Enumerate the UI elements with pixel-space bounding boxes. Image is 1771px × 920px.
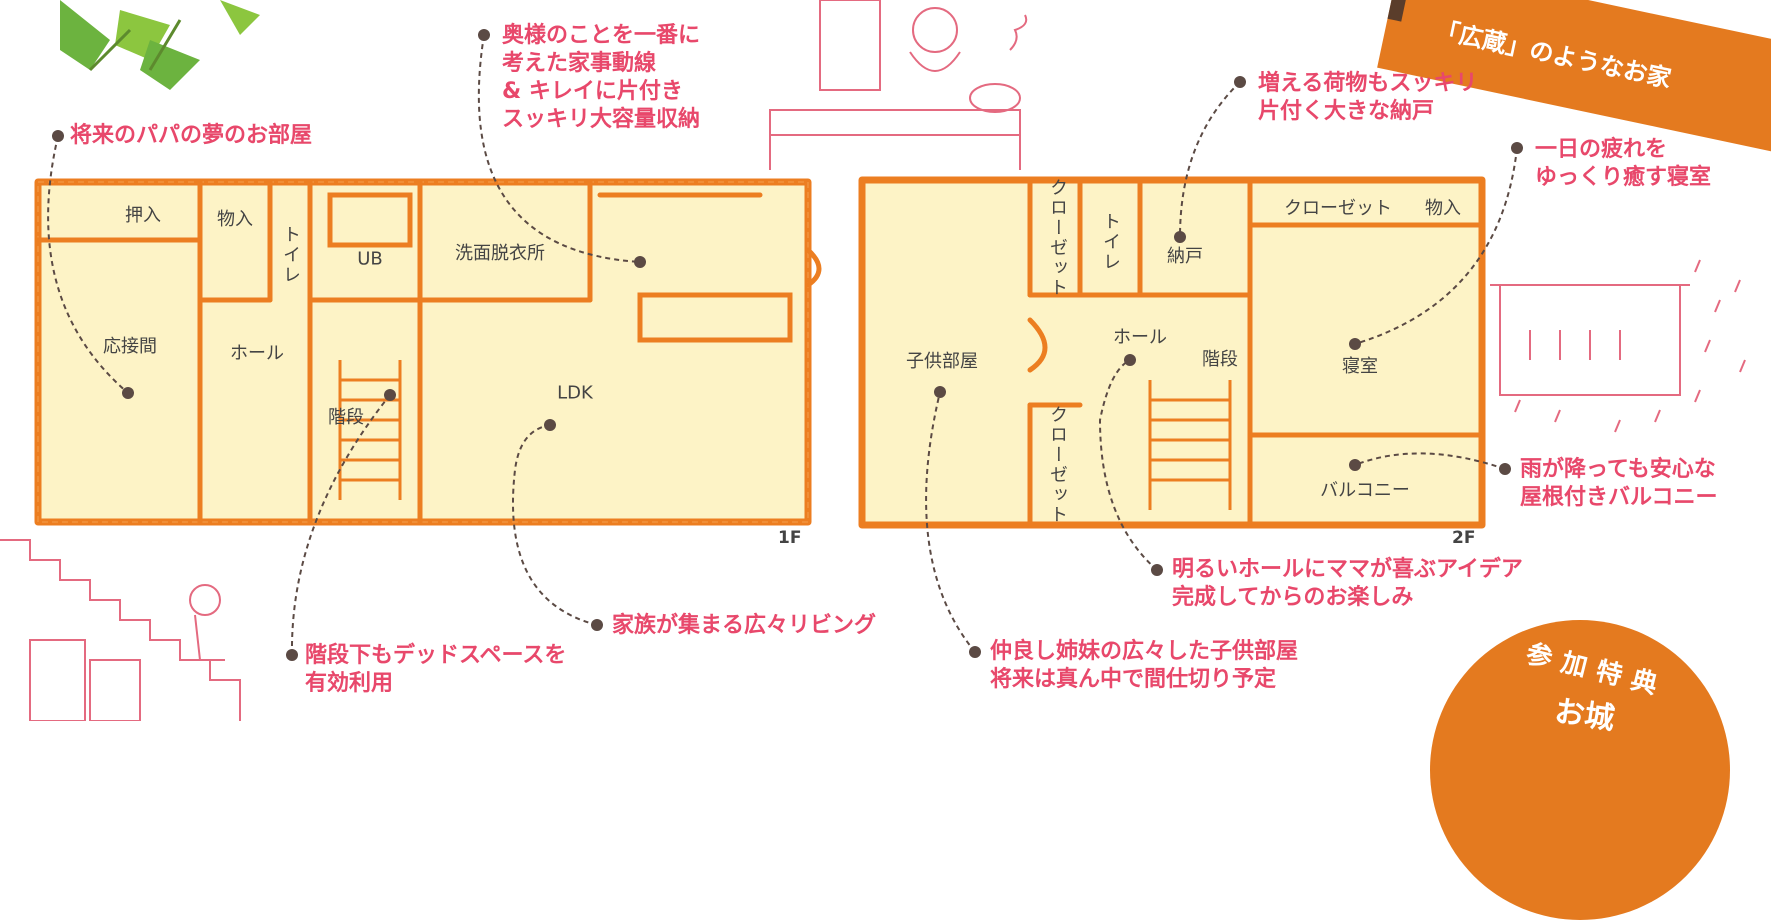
balcony-illustration xyxy=(1490,259,1746,433)
callout-balcony: 雨が降っても安心な屋根付きバルコニー xyxy=(1520,457,1718,510)
room-hall-1f: ホール xyxy=(230,343,284,364)
room-balcony: バルコニー xyxy=(1320,480,1410,501)
callout-nando: 増える荷物もスッキリ片付く大きな納戸 xyxy=(1258,71,1478,124)
room-ub: UB xyxy=(357,248,383,270)
room-closet-2f-right: クローゼット xyxy=(1284,198,1392,219)
floorplan-svg xyxy=(0,0,1746,721)
room-ldk: LDK xyxy=(557,382,593,404)
room-oseitsuma: 応接間 xyxy=(103,336,157,357)
room-monoire-1f: 物入 xyxy=(217,209,253,230)
callout-shinshitsu: 一日の疲れをゆっくり癒す寝室 xyxy=(1535,137,1712,190)
leader-dots xyxy=(52,29,1523,661)
room-closet-2f-top: クローゼット xyxy=(1047,178,1068,298)
floorplan-1f xyxy=(34,178,822,526)
room-closet-2f-bottom: クローゼット xyxy=(1047,405,1068,525)
floor-label-2f: 2F xyxy=(1452,528,1476,548)
room-senmen: 洗面脱衣所 xyxy=(455,243,545,264)
room-shinshitsu: 寝室 xyxy=(1342,356,1378,377)
room-kodomo: 子供部屋 xyxy=(906,351,978,372)
callout-hall: 明るいホールにママが喜ぶアイデア完成してからのお楽しみ xyxy=(1172,557,1523,610)
room-nando: 納戸 xyxy=(1167,246,1203,267)
callout-kodomo: 仲良し姉妹の広々した子供部屋将来は真ん中で間仕切り予定 xyxy=(990,639,1299,692)
room-kaidan-2f: 階段 xyxy=(1202,349,1238,370)
kitchen-illustration xyxy=(769,0,1028,170)
room-toilet-2f: トイレ xyxy=(1100,212,1121,272)
room-kaidan-1f: 階段 xyxy=(328,407,364,428)
leaf-illustration xyxy=(60,0,260,90)
callout-kaidan: 階段下もデッドスペースを有効利用 xyxy=(305,643,567,696)
room-monoire-2f: 物入 xyxy=(1425,198,1461,219)
floorplan-2f xyxy=(858,176,1486,529)
room-toilet-1f: トイレ xyxy=(280,225,301,285)
room-hall-2f: ホール xyxy=(1113,327,1167,348)
stairs-illustration xyxy=(0,539,241,721)
floor-label-1f: 1F xyxy=(778,528,802,548)
leader-lines xyxy=(47,34,1518,656)
callout-kaji: 奥様のことを一番に考えた家事動線& キレイに片付きスッキリ大容量収納 xyxy=(502,23,701,132)
callout-living: 家族が集まる広々リビング xyxy=(612,613,877,638)
callout-papa: 将来のパパの夢のお部屋 xyxy=(70,123,313,148)
room-oshiire: 押入 xyxy=(125,205,161,226)
